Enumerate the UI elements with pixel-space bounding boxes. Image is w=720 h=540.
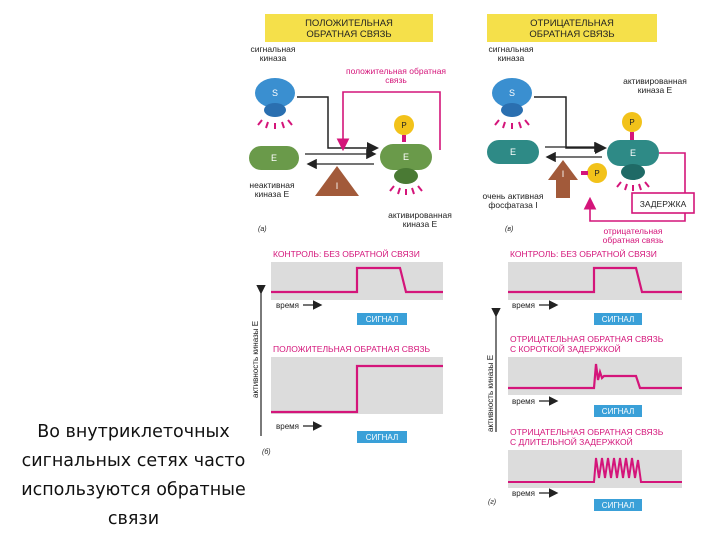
- right-long-delay-signal-box: [594, 499, 642, 511]
- right-header-line1: ОТРИЦАТЕЛЬНАЯ: [530, 18, 614, 29]
- right-p2-letter: P: [594, 169, 599, 178]
- left-signal-kinase-label-2: киназа: [260, 53, 287, 63]
- right-inactive-kinase-e: [487, 140, 539, 164]
- right-control-signal-box: [594, 313, 642, 325]
- left-inactive-label-1: неактивная: [249, 180, 295, 190]
- left-control-time-label: время: [276, 301, 299, 310]
- right-control-title: КОНТРОЛЬ: БЕЗ ОБРАТНОЙ СВЯЗИ: [510, 248, 657, 259]
- left-signal-kinase-label-1: сигнальная: [251, 44, 296, 54]
- right-phosphate-p: [622, 112, 642, 140]
- right-activated-label-1: активированная: [623, 76, 687, 86]
- left-s-arrow: [297, 96, 379, 154]
- left-positive-title: ПОЛОЖИТЕЛЬНАЯ ОБРАТНАЯ СВЯЗЬ: [273, 344, 431, 354]
- left-s-letter: S: [272, 88, 278, 98]
- right-graphs-panel-letter: (г): [488, 499, 496, 506]
- right-e2-letter: E: [630, 148, 636, 158]
- right-short-delay-title-1: ОТРИЦАТЕЛЬНАЯ ОБРАТНАЯ СВЯЗЬ: [510, 334, 664, 344]
- right-control-trace: [508, 266, 682, 294]
- left-activated-label-2: киназа E: [403, 219, 438, 229]
- left-positive-time-label: время: [276, 422, 299, 431]
- right-short-delay-trace: [508, 363, 682, 390]
- left-signal-kinase-s: [255, 78, 295, 129]
- right-i-letter: I: [562, 169, 565, 179]
- left-positive-feedback-arrow: [336, 91, 441, 152]
- right-s-arrow: [534, 96, 607, 154]
- left-activated-label-1: активированная: [388, 210, 452, 220]
- right-signal-kinase-label-2: киназа: [498, 53, 525, 63]
- left-p-letter: P: [401, 121, 406, 130]
- left-e2-letter: E: [403, 152, 409, 162]
- right-phosphatase-label-1: очень активная: [483, 191, 544, 201]
- slide-caption: Во внутриклеточных сигнальных сетях част…: [21, 422, 246, 529]
- left-control-signal-label: СИГНАЛ: [366, 315, 398, 324]
- right-long-delay-signal-label: СИГНАЛ: [602, 501, 634, 510]
- right-signal-kinase-s: [492, 78, 532, 129]
- left-graphs-panel-letter: (б): [262, 448, 271, 456]
- right-negative-label-2: обратная связь: [603, 235, 664, 245]
- right-activated-label-2: киназа E: [638, 85, 673, 95]
- left-inactive-kinase-e: [249, 146, 299, 170]
- right-activated-kinase-e: [607, 140, 659, 191]
- right-signal-kinase-label-1: сигнальная: [489, 44, 534, 54]
- right-p-letter: P: [629, 118, 634, 127]
- left-positive-signal-box: [357, 431, 407, 443]
- left-feedback-label-2: связь: [385, 75, 407, 85]
- left-inactive-label-2: киназа E: [255, 189, 290, 199]
- right-control-signal-label: СИГНАЛ: [602, 315, 634, 324]
- right-control-time-label: время: [512, 301, 535, 310]
- left-i-letter: I: [336, 181, 339, 191]
- right-short-delay-title-2: С КОРОТКОЙ ЗАДЕРЖКОЙ: [510, 343, 621, 354]
- left-header-line1: ПОЛОЖИТЕЛЬНАЯ: [305, 18, 393, 29]
- right-negative-label-1: отрицательная: [604, 226, 663, 236]
- right-y-axis-label: активность киназы E: [486, 355, 495, 432]
- left-feedback-label-1: положительная обратная: [346, 66, 446, 76]
- right-short-delay-time-label: время: [512, 397, 535, 406]
- left-positive-trace: [271, 364, 443, 414]
- left-control-signal-box: [357, 313, 407, 325]
- right-e-letter: E: [510, 147, 516, 157]
- left-control-title: КОНТРОЛЬ: БЕЗ ОБРАТНОЙ СВЯЗИ: [273, 248, 420, 259]
- left-header-line2: ОБРАТНАЯ СВЯЗЬ: [306, 29, 391, 40]
- right-short-delay-signal-label: СИГНАЛ: [602, 407, 634, 416]
- right-negative-feedback-arrow: [590, 152, 686, 222]
- right-s-letter: S: [509, 88, 515, 98]
- right-delay-label: ЗАДЕРЖКА: [640, 199, 687, 209]
- left-control-trace: [271, 266, 443, 294]
- right-long-delay-title-1: ОТРИЦАТЕЛЬНАЯ ОБРАТНАЯ СВЯЗЬ: [510, 427, 664, 437]
- left-y-axis-label: активность киназы E: [251, 321, 260, 398]
- right-phosphatase-i-arrow: [548, 160, 578, 198]
- left-positive-signal-label: СИГНАЛ: [366, 433, 398, 442]
- right-long-delay-trace: [508, 457, 682, 483]
- right-panel-letter: (в): [505, 226, 513, 233]
- right-long-delay-title-2: С ДЛИТЕЛЬНОЙ ЗАДЕРЖКОЙ: [510, 436, 633, 447]
- left-e-letter: E: [271, 153, 277, 163]
- left-phosphate-p: [394, 115, 414, 142]
- right-delay-box: [631, 192, 695, 214]
- left-panel-letter: (а): [258, 226, 267, 233]
- right-long-delay-time-label: время: [512, 489, 535, 498]
- right-phosphatase-label-2: фосфатаза I: [488, 200, 537, 210]
- right-phosphate-p2: [581, 163, 607, 183]
- left-phosphatase-i: [315, 166, 359, 196]
- left-header-box: [265, 14, 433, 42]
- right-header-line2: ОБРАТНАЯ СВЯЗЬ: [529, 29, 614, 40]
- right-short-delay-signal-box: [594, 405, 642, 417]
- left-activated-kinase-e: [380, 144, 432, 195]
- right-header-box: [487, 14, 657, 42]
